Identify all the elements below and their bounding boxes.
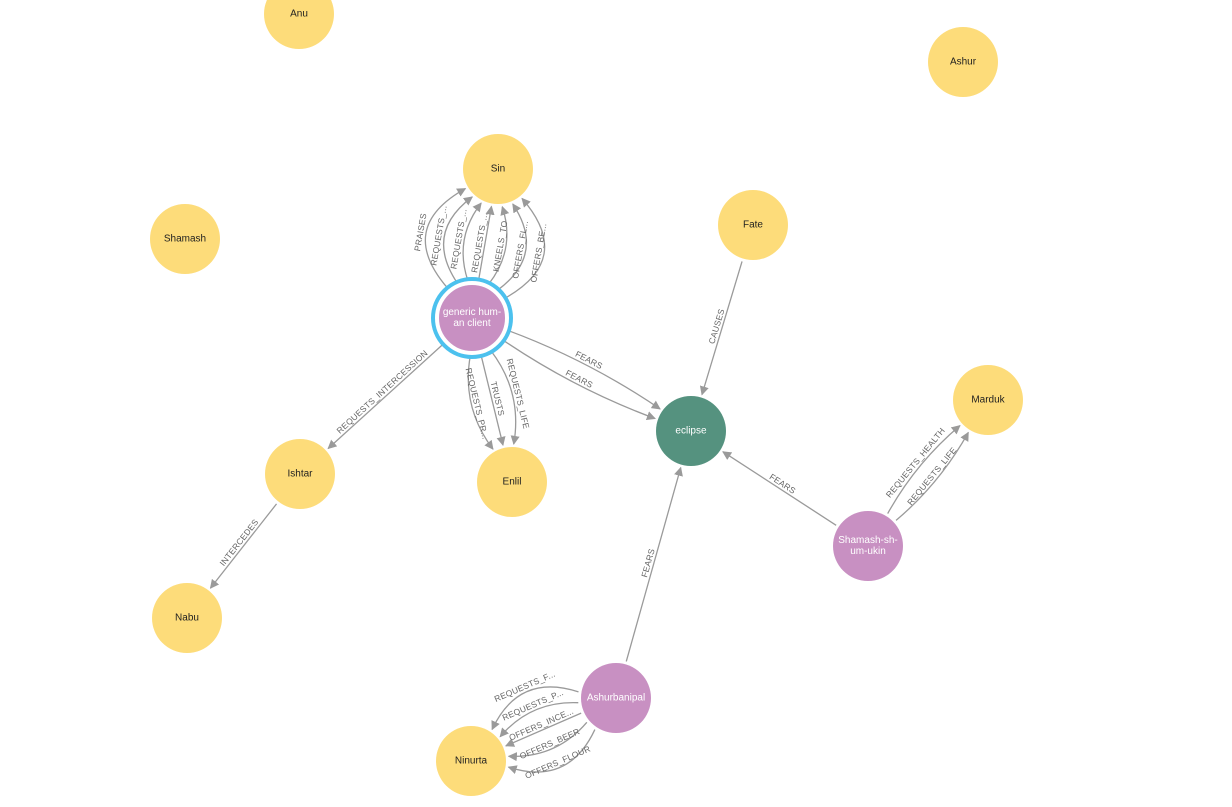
edge-ashurbanipal-ninurta[interactable] [507, 721, 588, 762]
node-shamashshumukin[interactable]: Shamash-sh-um-ukin [833, 511, 903, 581]
node-label: Anu [290, 9, 308, 20]
node-marduk[interactable]: Marduk [953, 365, 1023, 435]
edge-generic-sin[interactable] [488, 205, 510, 285]
node-label: Ninurta [455, 756, 488, 767]
edge-label: REQUESTS_INTERCESSION [335, 348, 430, 436]
node-circle[interactable] [265, 439, 335, 509]
edge-generic-ishtar[interactable] [327, 343, 445, 450]
edge-label: CAUSES [706, 307, 726, 345]
edge-ashurbanipal-ninurta[interactable] [491, 686, 579, 731]
edge-ashurbanipal-eclipse[interactable] [625, 466, 683, 662]
node-circle[interactable] [463, 134, 533, 204]
node-label: Ashur [950, 57, 977, 68]
node-nabu[interactable]: Nabu [152, 583, 222, 653]
edge-generic-sin[interactable] [462, 202, 482, 281]
edge-label: KNEELS_TO [491, 220, 510, 273]
node-circle[interactable] [437, 283, 507, 353]
node-circle[interactable] [928, 27, 998, 97]
node-label: an client [453, 318, 490, 329]
edge-shamashshumukin-eclipse[interactable] [722, 451, 837, 526]
node-circle[interactable] [477, 447, 547, 517]
node-label: Ishtar [287, 469, 313, 480]
edge-label: REQUESTS_LIFE [505, 357, 532, 429]
node-label: Marduk [971, 395, 1005, 406]
node-anu[interactable]: Anu [264, 0, 334, 49]
node-label: eclipse [675, 426, 707, 437]
edge-generic-eclipse[interactable] [502, 339, 656, 420]
node-ishtar[interactable]: Ishtar [265, 439, 335, 509]
node-shamash[interactable]: Shamash [150, 204, 220, 274]
edge-label: FEARS [564, 368, 595, 390]
edge-label: FEARS [574, 349, 605, 371]
node-label: um-ukin [850, 546, 886, 557]
node-circle[interactable] [656, 396, 726, 466]
node-generic[interactable]: generic hum-an client [431, 277, 513, 359]
edge-label: REQUESTS_LIFE [905, 445, 959, 507]
node-enlil[interactable]: Enlil [477, 447, 547, 517]
node-circle[interactable] [150, 204, 220, 274]
node-label: Ashurbanipal [587, 693, 645, 704]
edge-shamashshumukin-marduk[interactable] [887, 425, 961, 514]
edge-label: INTERCEDES [218, 517, 261, 568]
node-ashur[interactable]: Ashur [928, 27, 998, 97]
edge-ishtar-nabu[interactable] [209, 503, 278, 589]
node-circle[interactable] [152, 583, 222, 653]
edge-generic-sin[interactable] [477, 205, 495, 281]
edge-ashurbanipal-ninurta[interactable] [499, 702, 579, 738]
edge-generic-sin[interactable] [424, 187, 467, 289]
node-ninurta[interactable]: Ninurta [436, 726, 506, 796]
edge-generic-enlil[interactable] [467, 355, 494, 450]
selection-ring [431, 277, 513, 359]
edge-shamashshumukin-marduk[interactable] [895, 431, 969, 521]
edge-generic-eclipse[interactable] [507, 329, 661, 410]
node-eclipse[interactable]: eclipse [656, 396, 726, 466]
node-circle[interactable] [718, 190, 788, 260]
edge-ashurbanipal-ninurta[interactable] [507, 729, 596, 774]
node-ashurbanipal[interactable]: Ashurbanipal [581, 663, 651, 733]
node-label: generic hum- [443, 307, 501, 318]
node-label: Fate [743, 220, 763, 231]
node-circle[interactable] [833, 511, 903, 581]
edge-label: REQUESTS_... [469, 212, 489, 274]
node-sin[interactable]: Sin [463, 134, 533, 204]
edge-generic-sin[interactable] [443, 196, 473, 284]
edge-label: OFFERS_FL... [510, 220, 530, 279]
node-circle[interactable] [436, 726, 506, 796]
node-label: Nabu [175, 613, 199, 624]
node-label: Shamash-sh- [838, 535, 897, 546]
edge-ashurbanipal-ninurta[interactable] [505, 712, 582, 747]
edge-generic-enlil[interactable] [490, 350, 520, 445]
node-label: Enlil [503, 477, 522, 488]
node-label: Sin [491, 164, 505, 175]
node-circle[interactable] [581, 663, 651, 733]
edge-generic-enlil[interactable] [480, 354, 506, 446]
node-circle[interactable] [953, 365, 1023, 435]
edge-generic-sin[interactable] [504, 197, 546, 300]
edge-label: OFFERS_BE... [528, 222, 548, 283]
edge-fate-eclipse[interactable] [699, 261, 743, 396]
edge-generic-sin[interactable] [497, 203, 527, 291]
node-label: Shamash [164, 234, 206, 245]
node-circle[interactable] [264, 0, 334, 49]
node-fate[interactable]: Fate [718, 190, 788, 260]
